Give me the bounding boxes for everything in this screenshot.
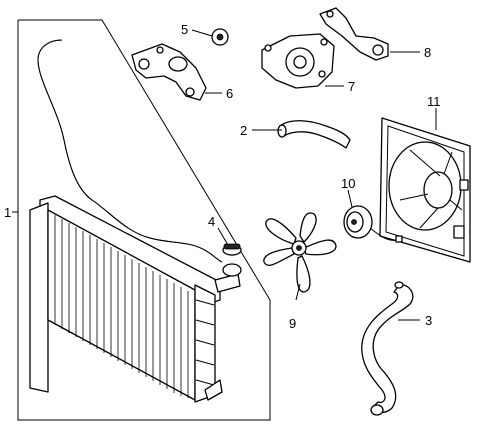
callout-9: 9 xyxy=(289,316,296,331)
leader-lines xyxy=(191,29,437,321)
lower-radiator-hose xyxy=(361,281,414,416)
callout-6: 6 xyxy=(226,86,233,101)
callout-1: 1 xyxy=(4,205,11,220)
upper-radiator-hose xyxy=(277,120,351,149)
callout-7: 7 xyxy=(348,79,355,94)
radiator-core-fins xyxy=(54,215,189,398)
fan-motor xyxy=(343,205,403,243)
water-pump xyxy=(261,33,335,89)
radiator xyxy=(29,195,242,403)
thermostat-housing xyxy=(131,43,207,101)
callout-8: 8 xyxy=(424,45,431,60)
overflow-hose xyxy=(37,39,223,263)
callout-11: 11 xyxy=(427,94,441,109)
radiator-group-outline xyxy=(12,19,271,421)
callout-3: 3 xyxy=(425,313,432,328)
fan-shroud xyxy=(379,117,471,263)
water-pump-gasket xyxy=(319,7,389,61)
thermostat xyxy=(211,28,229,46)
radiator-tank-ribs xyxy=(195,299,215,386)
callout-labels: 1 2 3 4 5 6 7 8 9 10 11 xyxy=(4,22,441,331)
radiator-cap xyxy=(222,243,242,256)
callout-5: 5 xyxy=(181,22,188,37)
fan-blade xyxy=(263,212,337,293)
callout-4: 4 xyxy=(208,214,215,229)
callout-2: 2 xyxy=(240,123,247,138)
callout-10: 10 xyxy=(341,176,355,191)
